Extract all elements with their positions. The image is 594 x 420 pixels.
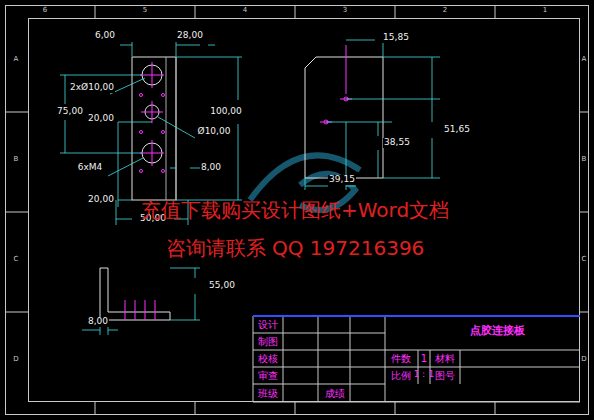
zone-letter: B bbox=[14, 156, 19, 164]
title-cell: 审查 bbox=[258, 370, 278, 381]
title-cell: 件数 bbox=[391, 353, 411, 364]
title-cell: 成绩 bbox=[325, 388, 345, 399]
zone-number: 5 bbox=[143, 7, 147, 15]
dimension: 38,55 bbox=[383, 138, 411, 148]
dimension: 15,85 bbox=[382, 33, 410, 43]
title-cell: 1 bbox=[421, 353, 427, 364]
title-cell: 设计 bbox=[258, 319, 278, 330]
zone-letter: D bbox=[581, 356, 586, 364]
dimension: 100,00 bbox=[209, 107, 243, 117]
dimension: 28,00 bbox=[176, 31, 204, 41]
watermark: 咨询请联系 QQ 197216396 bbox=[166, 237, 425, 259]
dimension: 6xM4 bbox=[77, 163, 104, 173]
watermark: 充值下载购买设计图纸+Word文档 bbox=[141, 199, 449, 221]
dimension: 20,00 bbox=[87, 114, 115, 124]
zone-letter: D bbox=[13, 356, 18, 364]
title-cell: 图号 bbox=[435, 370, 455, 381]
title-cell: 制图 bbox=[258, 336, 278, 347]
dimension: 2xØ10,00 bbox=[69, 83, 115, 93]
title-cell: 1：1 bbox=[414, 370, 434, 380]
zone-number: 3 bbox=[343, 7, 347, 15]
zone-number: 6 bbox=[43, 7, 47, 15]
zone-letter: C bbox=[14, 256, 19, 264]
title-cell: 材料 bbox=[435, 353, 455, 364]
dimension: 55,00 bbox=[208, 281, 236, 291]
zone-number: 1 bbox=[543, 7, 547, 15]
dimension: 8,00 bbox=[200, 163, 222, 173]
zone-letter: B bbox=[582, 156, 587, 164]
dimension: 39,15 bbox=[328, 175, 356, 185]
dimension: 75,00 bbox=[56, 107, 84, 117]
zone-letter: A bbox=[582, 56, 587, 64]
zone-letter: A bbox=[14, 56, 19, 64]
title-cell: 比例 bbox=[391, 370, 411, 381]
part-title: 点胶连接板 bbox=[470, 325, 525, 337]
dimension: 51,65 bbox=[443, 125, 471, 135]
dimension: 6,00 bbox=[94, 31, 116, 41]
dimension: 20,00 bbox=[87, 195, 115, 205]
zone-number: 4 bbox=[243, 7, 247, 15]
zone-letter: C bbox=[582, 256, 587, 264]
title-cell: 班级 bbox=[258, 388, 278, 399]
zone-number: 2 bbox=[443, 7, 447, 15]
dimension: Ø10,00 bbox=[197, 127, 232, 137]
dimension: 8,00 bbox=[87, 317, 109, 327]
title-cell: 校核 bbox=[258, 353, 278, 364]
